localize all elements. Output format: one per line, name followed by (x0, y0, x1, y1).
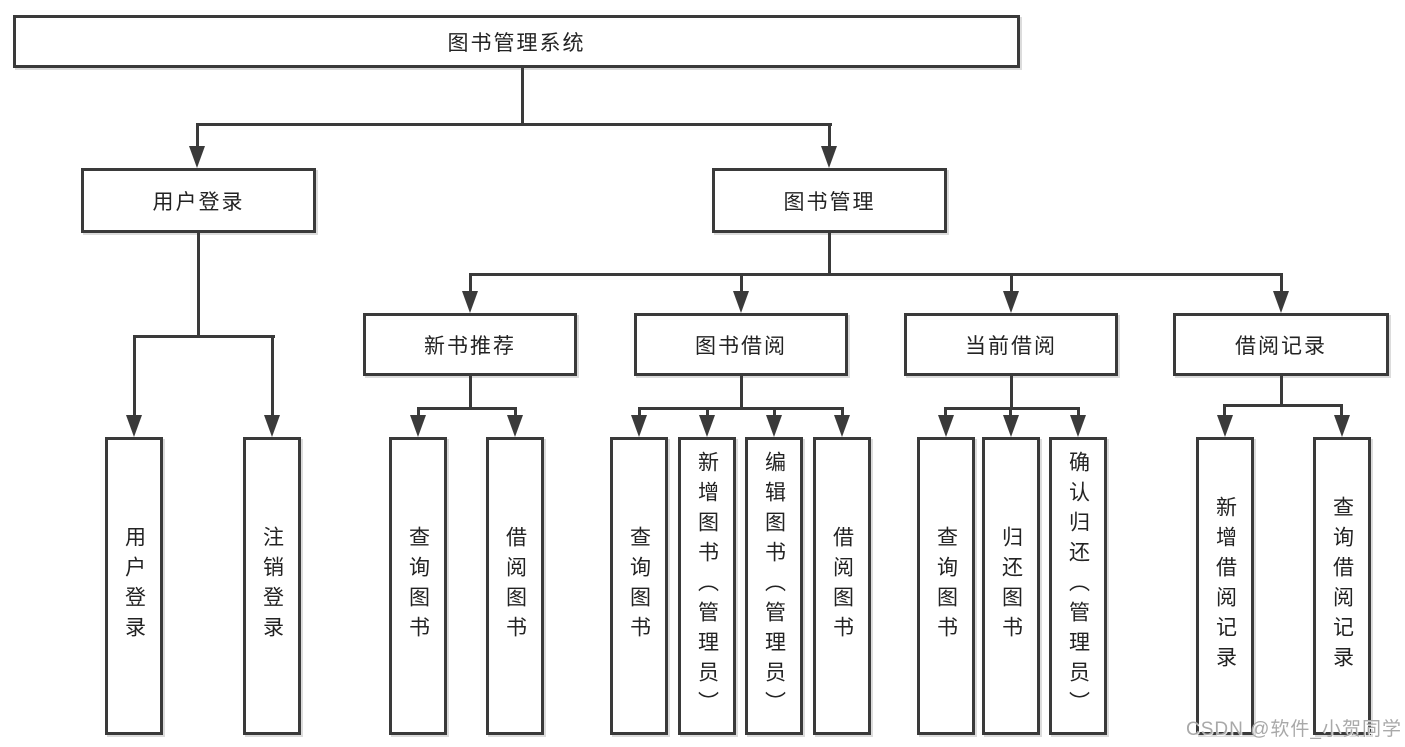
leaf-confirm-return-admin-label: 确认归还（管理员） (1066, 451, 1090, 721)
arrow-down-icon (189, 146, 205, 168)
node-book-management-label: 图书管理 (783, 190, 876, 214)
leaf-confirm-return-admin: 确认归还（管理员） (1049, 437, 1107, 735)
arrow-down-icon (1003, 415, 1019, 437)
leaf-user-login-label: 用户登录 (122, 526, 146, 646)
node-borrowing-records-label: 借阅记录 (1235, 334, 1327, 358)
arrow-down-icon (126, 415, 142, 437)
arrow-down-icon (631, 415, 647, 437)
node-library-system-label: 图书管理系统 (447, 31, 586, 55)
connector (514, 407, 517, 417)
arrow-down-icon (699, 415, 715, 437)
connector (521, 68, 524, 126)
connector (841, 407, 844, 417)
leaf-add-books-admin: 新增图书（管理员） (678, 437, 736, 735)
node-book-borrowing: 图书借阅 (634, 313, 848, 376)
node-new-book-recommendation-label: 新书推荐 (424, 334, 516, 358)
leaf-add-borrow-record: 新增借阅记录 (1196, 437, 1254, 735)
node-current-borrowing: 当前借阅 (904, 313, 1118, 376)
arrow-down-icon (938, 415, 954, 437)
csdn-watermark: CSDN @软件_小贺同学 (1186, 719, 1402, 740)
leaf-query-books-current-label: 查询图书 (934, 526, 958, 646)
arrow-down-icon (1334, 415, 1350, 437)
arrow-down-icon (733, 291, 749, 313)
connector (1280, 273, 1283, 293)
connector (469, 273, 1283, 276)
connector (828, 233, 831, 276)
leaf-query-borrow-record-label: 查询借阅记录 (1330, 496, 1354, 676)
connector (773, 407, 776, 417)
leaf-edit-books-admin-label: 编辑图书（管理员） (762, 451, 786, 721)
connector (469, 376, 472, 410)
leaf-borrow-books-recommend: 借阅图书 (486, 437, 544, 735)
arrow-down-icon (1273, 291, 1289, 313)
leaf-edit-books-admin: 编辑图书（管理员） (745, 437, 803, 735)
arrow-down-icon (834, 415, 850, 437)
leaf-logout: 注销登录 (243, 437, 301, 735)
leaf-query-borrow-record: 查询借阅记录 (1313, 437, 1371, 735)
arrow-down-icon (462, 291, 478, 313)
connector (469, 273, 472, 293)
node-new-book-recommendation: 新书推荐 (363, 313, 577, 376)
leaf-query-books-recommend: 查询图书 (389, 437, 447, 735)
node-library-system: 图书管理系统 (13, 15, 1020, 68)
leaf-borrow-books-recommend-label: 借阅图书 (503, 526, 527, 646)
leaf-add-borrow-record-label: 新增借阅记录 (1213, 496, 1237, 676)
leaf-query-books-current: 查询图书 (917, 437, 975, 735)
connector (1009, 407, 1012, 417)
connector (1223, 404, 1343, 407)
connector (417, 407, 517, 410)
arrow-down-icon (410, 415, 426, 437)
node-borrowing-records: 借阅记录 (1173, 313, 1389, 376)
connector (638, 407, 844, 410)
node-book-management: 图书管理 (712, 168, 947, 233)
leaf-return-books-label: 归还图书 (999, 526, 1023, 646)
leaf-user-login: 用户登录 (105, 437, 163, 735)
connector (740, 376, 743, 410)
connector (133, 335, 275, 338)
connector (196, 123, 832, 126)
leaf-add-books-admin-label: 新增图书（管理员） (695, 451, 719, 721)
node-user-login-label: 用户登录 (152, 190, 245, 214)
connector (944, 407, 1080, 410)
connector (133, 335, 136, 417)
arrow-down-icon (1003, 291, 1019, 313)
arrow-down-icon (821, 146, 837, 168)
node-current-borrowing-label: 当前借阅 (965, 334, 1057, 358)
connector (706, 407, 709, 417)
connector (1077, 407, 1080, 417)
arrow-down-icon (1070, 415, 1086, 437)
connector (944, 407, 947, 417)
leaf-logout-label: 注销登录 (260, 526, 284, 646)
connector (196, 123, 199, 149)
connector (740, 273, 743, 293)
connector (417, 407, 420, 417)
node-book-borrowing-label: 图书借阅 (695, 334, 787, 358)
connector (197, 233, 200, 338)
connector (1010, 273, 1013, 293)
arrow-down-icon (507, 415, 523, 437)
leaf-query-books-borrowing: 查询图书 (610, 437, 668, 735)
connector (828, 123, 831, 149)
leaf-query-books-recommend-label: 查询图书 (406, 526, 430, 646)
arrow-down-icon (264, 415, 280, 437)
connector (638, 407, 641, 417)
connector (1010, 376, 1013, 410)
leaf-borrow-books-label: 借阅图书 (830, 526, 854, 646)
connector (1280, 376, 1283, 407)
leaf-return-books: 归还图书 (982, 437, 1040, 735)
leaf-query-books-borrowing-label: 查询图书 (627, 526, 651, 646)
connector (1223, 404, 1226, 417)
connector (271, 335, 274, 417)
node-user-login: 用户登录 (81, 168, 316, 233)
leaf-borrow-books: 借阅图书 (813, 437, 871, 735)
connector (1340, 404, 1343, 417)
arrow-down-icon (766, 415, 782, 437)
arrow-down-icon (1217, 415, 1233, 437)
